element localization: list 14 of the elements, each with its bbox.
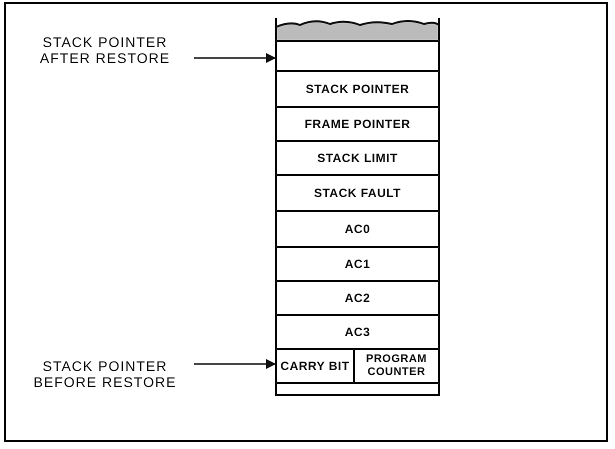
stack-cell: STACK FAULT: [275, 174, 440, 212]
stack-cell: STACK POINTER: [275, 70, 440, 108]
stack-cell: AC1: [275, 246, 440, 282]
stack-cell: FRAME POINTER: [275, 106, 440, 142]
stack-cell: STACK LIMIT: [275, 140, 440, 176]
empty-stack-cell: [275, 382, 440, 396]
stack-cell: AC0: [275, 210, 440, 248]
stack-cell: AC2: [275, 280, 440, 316]
arrow: [194, 359, 276, 369]
pointer-label: STACK POINTER BEFORE RESTORE: [20, 356, 190, 392]
arrow: [194, 53, 276, 63]
pointer-label: STACK POINTER AFTER RESTORE: [20, 32, 190, 68]
empty-stack-cell: [275, 18, 440, 72]
stack-cell: AC3: [275, 314, 440, 350]
